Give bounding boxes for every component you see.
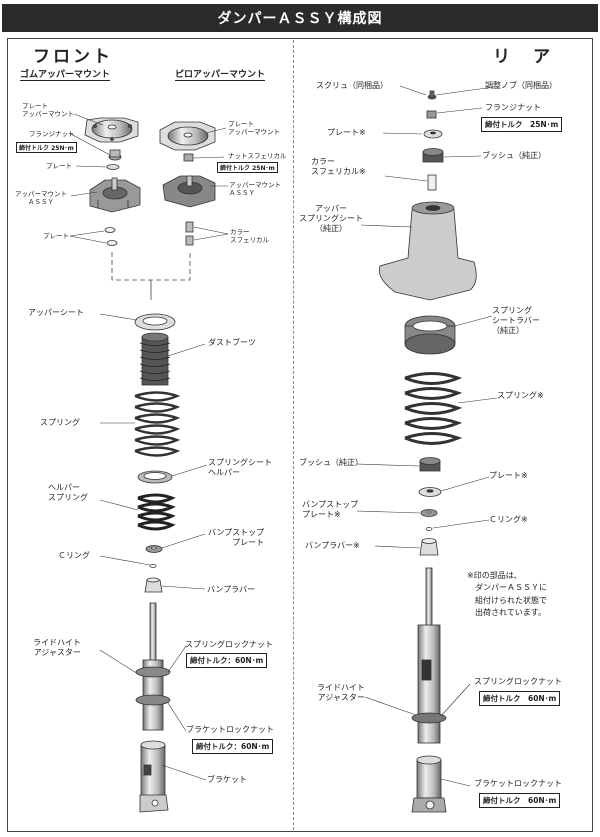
- label-pillow-collar-spherical: カラー スフェリカル: [230, 228, 269, 245]
- rear-adjust-knob: [427, 90, 437, 100]
- label-front-spring: スプリング: [40, 418, 80, 427]
- rear-bracket-body: [411, 755, 447, 813]
- mount-choice-bracket: [111, 252, 191, 281]
- torque-front-spring-lock-nut: 締付トルク：60N･m: [186, 653, 268, 668]
- rear-plate-2: [418, 487, 442, 497]
- rear-upper-spring-seat: [378, 201, 477, 301]
- rear-bump-stop-plate: [420, 509, 438, 517]
- torque-rubber-flange-nut: 締付トルク 25N･m: [16, 142, 77, 153]
- leader-lines: [68, 85, 498, 787]
- front-upper-seat: [134, 313, 176, 331]
- label-front-ride-height-adjuster: ライドハイト アジャスター: [33, 638, 81, 657]
- label-rear-c-ring: Ｃリング※: [489, 515, 528, 524]
- rubber-small-plate: [106, 164, 120, 170]
- rear-plate: [423, 129, 443, 139]
- rubber-mount-title: ゴムアッパーマウント: [20, 67, 111, 81]
- pillow-mount-title: ピロアッパーマウント: [175, 67, 266, 81]
- label-pillow-nut-spherical: ナットスフェリカル: [228, 152, 287, 160]
- rear-heading: リ ア: [493, 47, 553, 67]
- rear-bush-genuine-2: [419, 457, 441, 472]
- torque-rear-bracket-lock-nut: 締付トルク 60N･m: [479, 793, 561, 808]
- rubber-upper-mount-assy: [89, 177, 141, 213]
- label-pillow-plate-upper-mount: プレート アッパーマウント: [228, 120, 280, 137]
- rubber-upper-mount-plate: [84, 117, 139, 143]
- label-rear-bracket-lock-nut: ブラケットロックナット: [474, 779, 562, 788]
- rubber-plates-pair: [104, 227, 118, 246]
- rear-c-ring: [425, 527, 433, 531]
- front-c-ring: [149, 564, 157, 568]
- rear-spring: [404, 372, 463, 445]
- label-rear-plate-2: プレート※: [489, 471, 528, 480]
- label-rubber-plate: プレート: [46, 162, 72, 170]
- label-rubber-upper-mount-assy: アッパーマウント ＡＳＳＹ: [15, 190, 67, 207]
- front-bump-stop-plate: [145, 545, 163, 553]
- label-rubber-plates: プレート: [43, 232, 69, 240]
- label-front-upper-seat: アッパーシート: [28, 308, 84, 317]
- torque-pillow-nut: 締付トルク 25N･m: [217, 162, 278, 173]
- pillow-upper-mount-assy: [162, 175, 216, 208]
- label-front-dust-boots: ダストブーツ: [208, 338, 256, 347]
- label-rubber-plate-upper-mount: プレート アッパーマウント: [22, 102, 74, 119]
- label-rear-bump-stop-plate: バンプストップ プレート※: [302, 500, 359, 519]
- front-heading: フロント: [33, 47, 113, 67]
- label-rear-screw: スクリュ（同梱品）: [316, 81, 388, 90]
- label-rear-spring: スプリング※: [497, 391, 544, 400]
- front-rear-divider: [293, 40, 294, 830]
- rear-spring-seat-rubber: [404, 315, 456, 355]
- front-damper-body: [135, 602, 171, 731]
- label-front-bump-stop-plate: バンプストップ プレート: [208, 528, 265, 547]
- label-front-helper-spring: ヘルパー スプリング: [48, 483, 88, 502]
- rear-flange-nut: [426, 110, 437, 119]
- rear-collar-spherical: [427, 174, 437, 191]
- label-front-c-ring: Ｃリング: [58, 551, 90, 560]
- label-front-spring-seat-helper: スプリングシート ヘルパー: [208, 458, 272, 477]
- label-rear-ride-height-adjuster: ライドハイト アジャスター: [317, 683, 365, 702]
- label-rear-bump-rubber: バンプラバー※: [305, 541, 360, 550]
- diagram-title: ダンパーＡＳＳＹ構成図: [2, 4, 598, 32]
- label-front-bump-rubber: バンプラバー: [207, 585, 256, 594]
- label-rear-flange-nut: フランジナット: [485, 103, 541, 112]
- label-front-spring-lock-nut: スプリングロックナット: [185, 640, 273, 649]
- label-pillow-upper-mount-assy: アッパーマウント ＡＳＳＹ: [229, 181, 281, 198]
- rubber-flange-nut: [108, 149, 122, 161]
- diagram-frame: [7, 38, 593, 832]
- label-rubber-flange-nut: フランジナット: [29, 130, 75, 138]
- label-rear-collar-spherical: カラー スフェリカル※: [311, 157, 366, 176]
- label-rear-upper-spring-seat: アッパー スプリングシート （純正）: [299, 204, 363, 233]
- pillow-nut-spherical: [183, 153, 194, 162]
- rear-assembly-note: ※印の部品は、 ダンパーＡＳＳＹに 組付けられた状態で 出荷されています。: [467, 571, 547, 618]
- label-rear-adjust-knob: 調整ノブ（同梱品）: [485, 81, 557, 90]
- label-rear-spring-lock-nut: スプリングロックナット: [474, 677, 562, 686]
- rear-damper-body: [411, 567, 447, 744]
- rear-bush-genuine: [422, 148, 444, 163]
- label-front-bracket: ブラケット: [207, 775, 247, 784]
- torque-rear-flange-nut: 締付トルク 25N･m: [481, 117, 563, 132]
- label-rear-spring-seat-rubber: スプリング シートラバー （純正）: [492, 306, 540, 335]
- torque-front-bracket-lock-nut: 締付トルク：60N･m: [192, 739, 274, 754]
- front-bracket-body: [139, 740, 169, 813]
- front-spring-seat-helper: [137, 470, 173, 484]
- torque-rear-spring-lock-nut: 締付トルク 60N･m: [479, 691, 561, 706]
- rear-bump-rubber: [419, 538, 439, 556]
- front-dust-boots: [139, 332, 171, 386]
- label-rear-bush-genuine-2: ブッシュ（純正）: [299, 458, 363, 467]
- front-helper-spring: [137, 493, 176, 531]
- front-main-spring: [134, 391, 181, 457]
- label-rear-plate: プレート※: [327, 128, 366, 137]
- pillow-collar-spherical: [185, 221, 194, 246]
- pillow-upper-mount-plate: [159, 121, 216, 151]
- label-front-bracket-lock-nut: ブラケットロックナット: [186, 725, 274, 734]
- front-bump-rubber: [144, 577, 163, 593]
- label-rear-bush-genuine: ブッシュ（純正）: [482, 151, 546, 160]
